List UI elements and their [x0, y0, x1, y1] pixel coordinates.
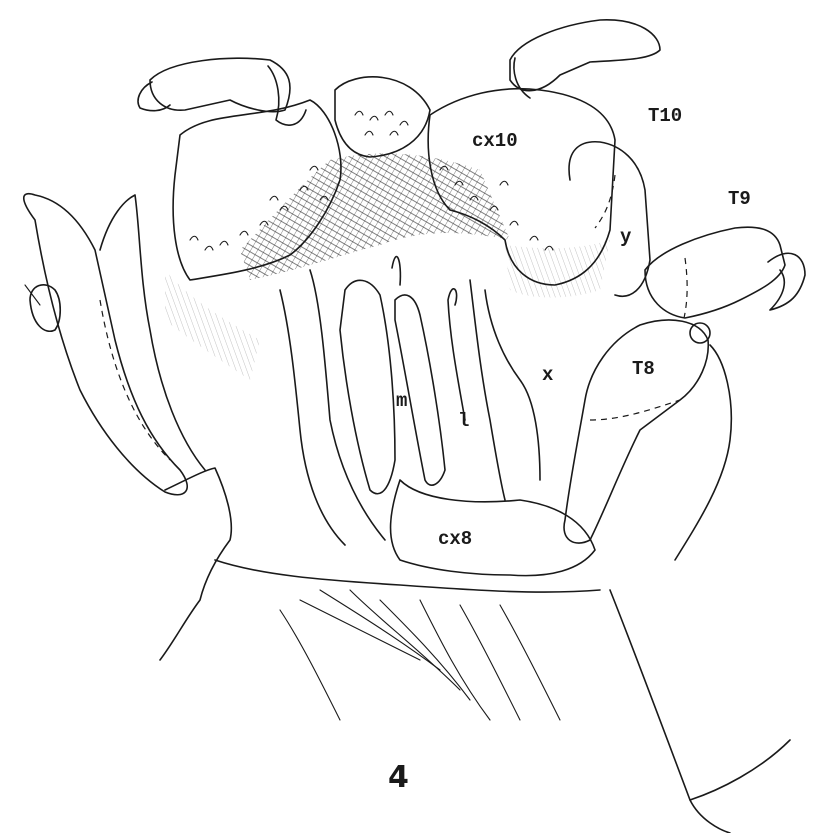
lower-right-stem	[610, 590, 730, 833]
right-shading	[505, 240, 610, 298]
m-lobe-outline	[340, 280, 395, 493]
right-tarsus-joint	[514, 58, 530, 98]
label-y: y	[620, 226, 631, 248]
label-m: m	[396, 390, 407, 412]
l-inner-ridge	[448, 289, 465, 420]
left-lower-base	[160, 468, 231, 660]
label-T10: T10	[648, 105, 682, 127]
label-x: x	[542, 364, 553, 386]
label-T8: T8	[632, 358, 655, 380]
lower-right-curve	[690, 740, 790, 800]
left-inner-fold	[280, 290, 345, 545]
top-lobe-scales	[355, 111, 408, 135]
m-inner-ridge	[392, 257, 400, 285]
label-cx8: cx8	[438, 528, 472, 550]
x-region-line	[485, 290, 540, 480]
left-outer-dash	[100, 300, 170, 460]
right-inner-fold	[470, 280, 505, 500]
T9-claw	[768, 253, 805, 310]
muscle-striations	[280, 590, 560, 720]
T8-outer-stem	[675, 345, 731, 560]
figure-number: 4	[388, 760, 409, 795]
central-stalk	[310, 270, 385, 540]
left-small-lobe	[30, 285, 60, 331]
T9-leg-outline	[645, 227, 785, 318]
T8-joint-knob	[690, 323, 710, 343]
left-bristle	[25, 285, 40, 305]
T9-dash	[684, 258, 687, 318]
label-T9: T9	[728, 188, 751, 210]
left-shading	[165, 270, 260, 380]
lower-base-outline	[215, 560, 600, 592]
label-l: l	[458, 410, 469, 432]
central-top-lobe	[335, 77, 430, 157]
right-tarsus-top	[510, 20, 660, 91]
left-outer-leg	[24, 194, 187, 495]
T8-leg-outline	[564, 320, 708, 543]
label-cx10: cx10	[472, 130, 518, 152]
